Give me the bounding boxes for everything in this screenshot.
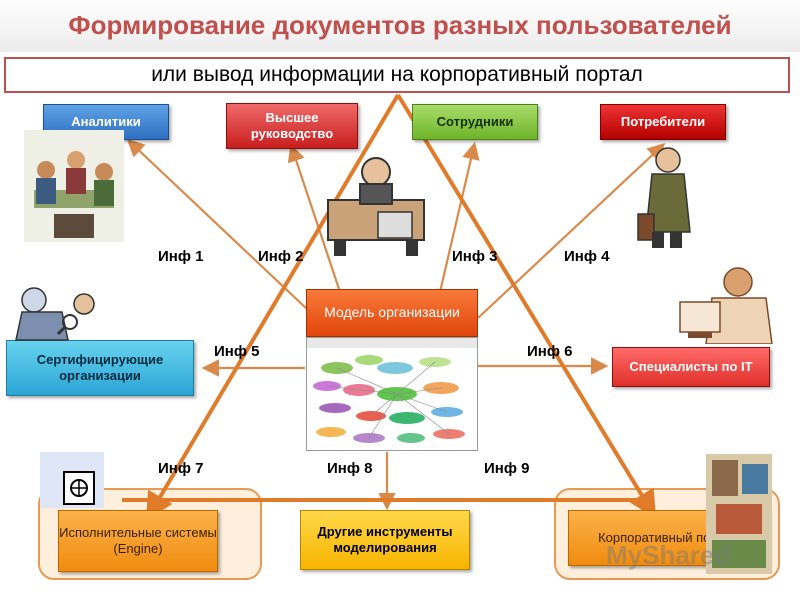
arrow-analysts <box>126 138 309 311</box>
arrow-top-management <box>287 143 342 293</box>
flow-label-inf1: Инф 1 <box>158 248 204 265</box>
corporate-portal-collage-illustration <box>706 454 772 574</box>
title-bar <box>0 0 800 52</box>
flow-label-inf9: Инф 9 <box>484 460 530 477</box>
node-employees: Сотрудники <box>412 104 538 140</box>
page-subtitle: или вывод информации на корпоративный по… <box>151 63 643 86</box>
inspector-magnifier-illustration <box>15 287 95 341</box>
flow-label-inf8: Инф 8 <box>327 460 373 477</box>
page-title: Формирование документов разных пользоват… <box>68 10 732 40</box>
subtitle-box <box>4 57 790 93</box>
consumer-man-illustration <box>637 147 691 248</box>
node-consumers: Потребители <box>600 104 726 140</box>
triangle-arrows <box>122 93 657 521</box>
flow-label-inf4: Инф 4 <box>564 248 610 265</box>
node-other-tools: Другие инструменты моделирования <box>300 510 470 570</box>
flow-label-inf2: Инф 2 <box>258 248 304 265</box>
center-model-diagram <box>306 337 478 451</box>
watermark-logo: MyShared <box>606 540 731 570</box>
top-management-illustration <box>327 157 425 256</box>
arrow-executive <box>145 93 400 521</box>
flow-label-inf7: Инф 7 <box>158 460 204 477</box>
flow-label-inf5: Инф 5 <box>214 343 260 360</box>
center-model-header: Модель организации <box>306 289 478 337</box>
thin-arrows <box>126 138 666 511</box>
analysts-meeting-illustration <box>24 130 124 242</box>
node-it-specialists: Специалисты по IT <box>612 347 770 387</box>
arrow-consumers <box>477 142 666 319</box>
arrow-portal <box>396 93 657 519</box>
flow-label-inf3: Инф 3 <box>452 248 498 265</box>
flow-label-inf6: Инф 6 <box>527 343 573 360</box>
executive-systems-icon <box>40 452 104 508</box>
node-top-management: Высшее руководство <box>226 103 358 149</box>
mindmap-thumbnail <box>307 338 477 443</box>
arrow-employees <box>438 141 480 293</box>
it-specialist-illustration <box>679 267 773 344</box>
node-executive-systems: Исполнительные системы (Engine) <box>58 510 218 572</box>
node-certifying: Сертифицирующие организации <box>6 340 194 396</box>
